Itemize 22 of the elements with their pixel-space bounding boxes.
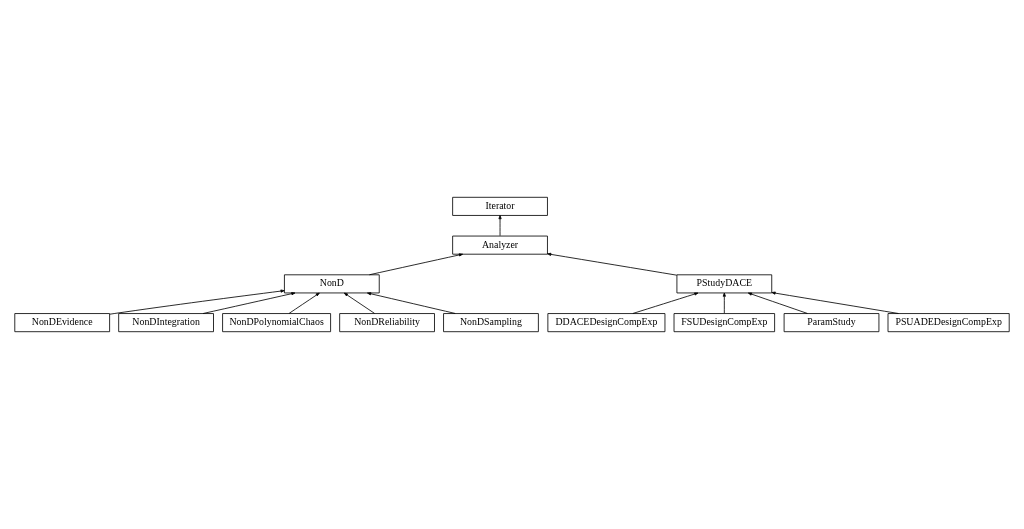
- node-box: PSUADEDesignCompExp: [887, 313, 1010, 333]
- arrow: [288, 292, 320, 314]
- node-box: NonDPolynomialChaos: [222, 313, 331, 333]
- node-box: Iterator: [452, 196, 548, 216]
- arrow: [202, 292, 296, 314]
- arrow: [368, 253, 464, 276]
- arrow: [498, 215, 502, 237]
- node-box: FSUDesignCompExp: [673, 313, 776, 333]
- node-box: NonDSampling: [443, 313, 539, 333]
- node-box: ParamStudy: [783, 313, 880, 333]
- node-box: DDACEDesignCompExp: [547, 313, 666, 333]
- arrow: [367, 292, 456, 314]
- arrow: [109, 289, 285, 315]
- arrow: [547, 252, 678, 276]
- arrow: [747, 292, 808, 314]
- arrow: [722, 292, 726, 314]
- node-box: NonDIntegration: [118, 313, 214, 333]
- arrow: [343, 292, 375, 314]
- node-box: NonDReliability: [339, 313, 435, 333]
- arrow: [632, 292, 699, 314]
- arrow: [771, 291, 899, 314]
- node-box: NonDEvidence: [14, 313, 110, 333]
